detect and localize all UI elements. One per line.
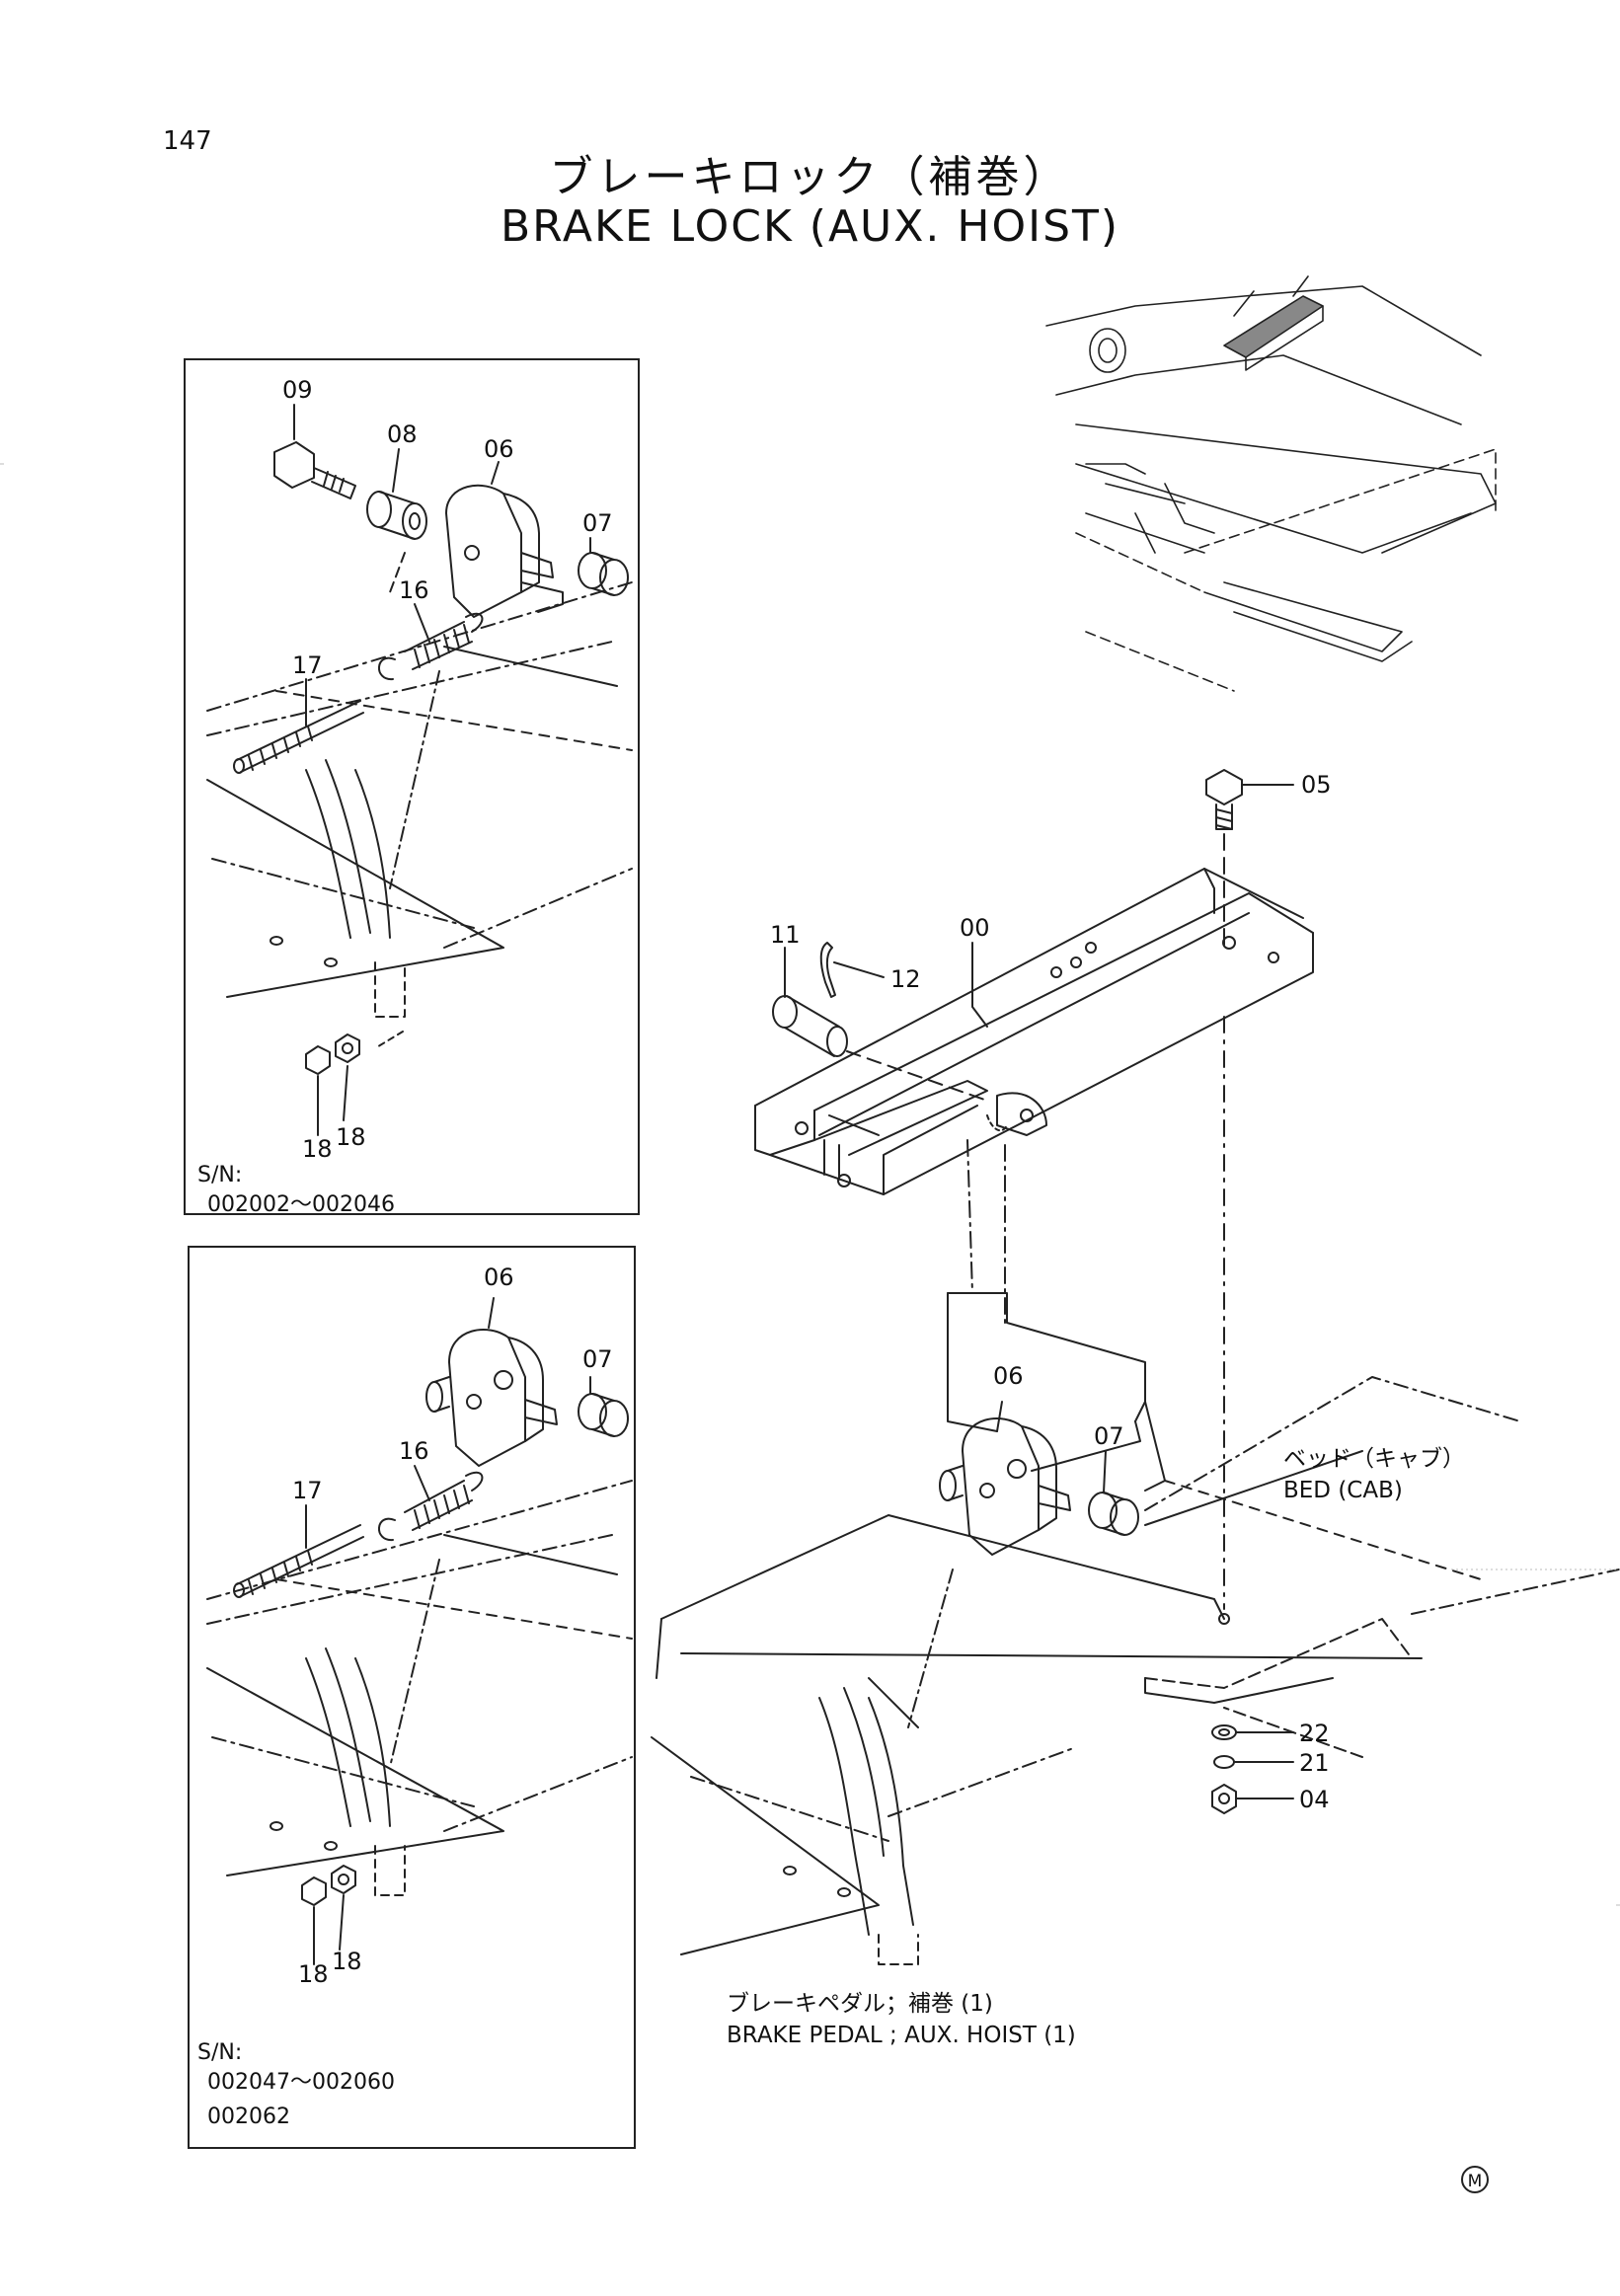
callout-18-a: 18 [302, 1135, 333, 1163]
rod-17-lower-shape [233, 1524, 364, 1598]
sn-label-bottom: S/N: [197, 2040, 243, 2065]
rod-17-shape [233, 700, 364, 774]
bolt-09-shape [273, 441, 356, 499]
callout-09: 09 [282, 376, 313, 404]
brake-pedal-main-shape [651, 1569, 1077, 1965]
page-number: 147 [163, 126, 212, 156]
bracket-06-shape [445, 484, 564, 618]
location-sketch [1045, 275, 1497, 692]
callout-04: 04 [1299, 1786, 1330, 1813]
spring-16-lower-shape [378, 1471, 484, 1542]
lock-washer-21-shape [1213, 1755, 1235, 1769]
inset-panel-early-serials [184, 358, 640, 1215]
callout-07-main: 07 [1094, 1422, 1124, 1450]
bed-label-japanese: ベッド（キャブ） [1283, 1446, 1465, 1472]
callout-05: 05 [1301, 771, 1332, 799]
nuts-18-shape [305, 1033, 360, 1075]
pin-11-shape [772, 995, 848, 1057]
callout-06: 06 [484, 435, 514, 463]
callout-18-lower-b: 18 [332, 1948, 362, 1975]
callout-11: 11 [770, 921, 801, 949]
spring-16-shape [378, 612, 484, 681]
sn-range-bottom: 002047～002060 [207, 2070, 395, 2095]
bracket-06-lower-shape [425, 1329, 558, 1467]
callout-17: 17 [292, 651, 323, 679]
main-assembly [651, 769, 1620, 1965]
callout-22: 22 [1299, 1720, 1330, 1747]
top-inset-drawing [206, 404, 633, 1136]
callout-00: 00 [960, 914, 990, 942]
bushing-07-main-shape [1088, 1492, 1139, 1536]
bushing-07-shape [578, 552, 629, 596]
callout-06-lower: 06 [484, 1263, 514, 1291]
callouts-main: 05 00 11 12 06 07 22 21 04 [770, 771, 1332, 1813]
callout-17-lower: 17 [292, 1477, 323, 1504]
callout-07-lower: 07 [582, 1345, 613, 1373]
callout-21: 21 [1299, 1749, 1330, 1777]
inset-panel-later-serials [188, 1246, 636, 2149]
sn-extra-bottom: 002062 [207, 2105, 290, 2129]
sn-range-top: 002002～002046 [207, 1192, 395, 1217]
callout-16: 16 [399, 576, 429, 604]
bolt-05-shape [1205, 769, 1294, 830]
bracket-06-main-shape [939, 1417, 1071, 1556]
callout-07: 07 [582, 509, 613, 537]
washer-22-shape [1211, 1724, 1237, 1740]
bushing-07-lower-shape [578, 1393, 629, 1437]
callout-06-main: 06 [993, 1362, 1024, 1390]
cotter-pin-12-shape [819, 942, 885, 998]
title-japanese: ブレーキロック（補巻） [549, 152, 1071, 202]
callout-16-lower: 16 [399, 1437, 429, 1465]
cab-bed-shape [656, 1376, 1620, 1758]
callout-18-lower-a: 18 [298, 1960, 329, 1988]
title-english: BRAKE LOCK (AUX. HOIST) [500, 201, 1120, 252]
nut-04-shape [1211, 1784, 1237, 1814]
sn-label-top: S/N: [197, 1163, 243, 1187]
pedal-label-english: BRAKE PEDAL ; AUX. HOIST (1) [727, 2023, 1076, 2048]
mark-letter: M [1468, 2172, 1483, 2191]
bottom-inset-drawing [206, 1297, 633, 1965]
callout-08: 08 [387, 421, 418, 448]
nuts-18-lower-shape [301, 1865, 356, 1906]
callouts-top-inset: 09 08 06 07 16 17 18 18 [282, 376, 613, 1163]
callouts-bottom-inset: 06 07 16 17 18 18 [292, 1263, 613, 1988]
channel-00-shape [754, 868, 1314, 1195]
collar-08-shape [366, 491, 427, 540]
pedal-label-japanese: ブレーキペダル；補巻 (1) [727, 1991, 993, 2017]
callout-18-b: 18 [336, 1123, 366, 1151]
callout-12: 12 [890, 965, 921, 993]
circled-m-mark: M [1461, 2166, 1489, 2193]
bed-label-english: BED (CAB) [1283, 1478, 1403, 1503]
